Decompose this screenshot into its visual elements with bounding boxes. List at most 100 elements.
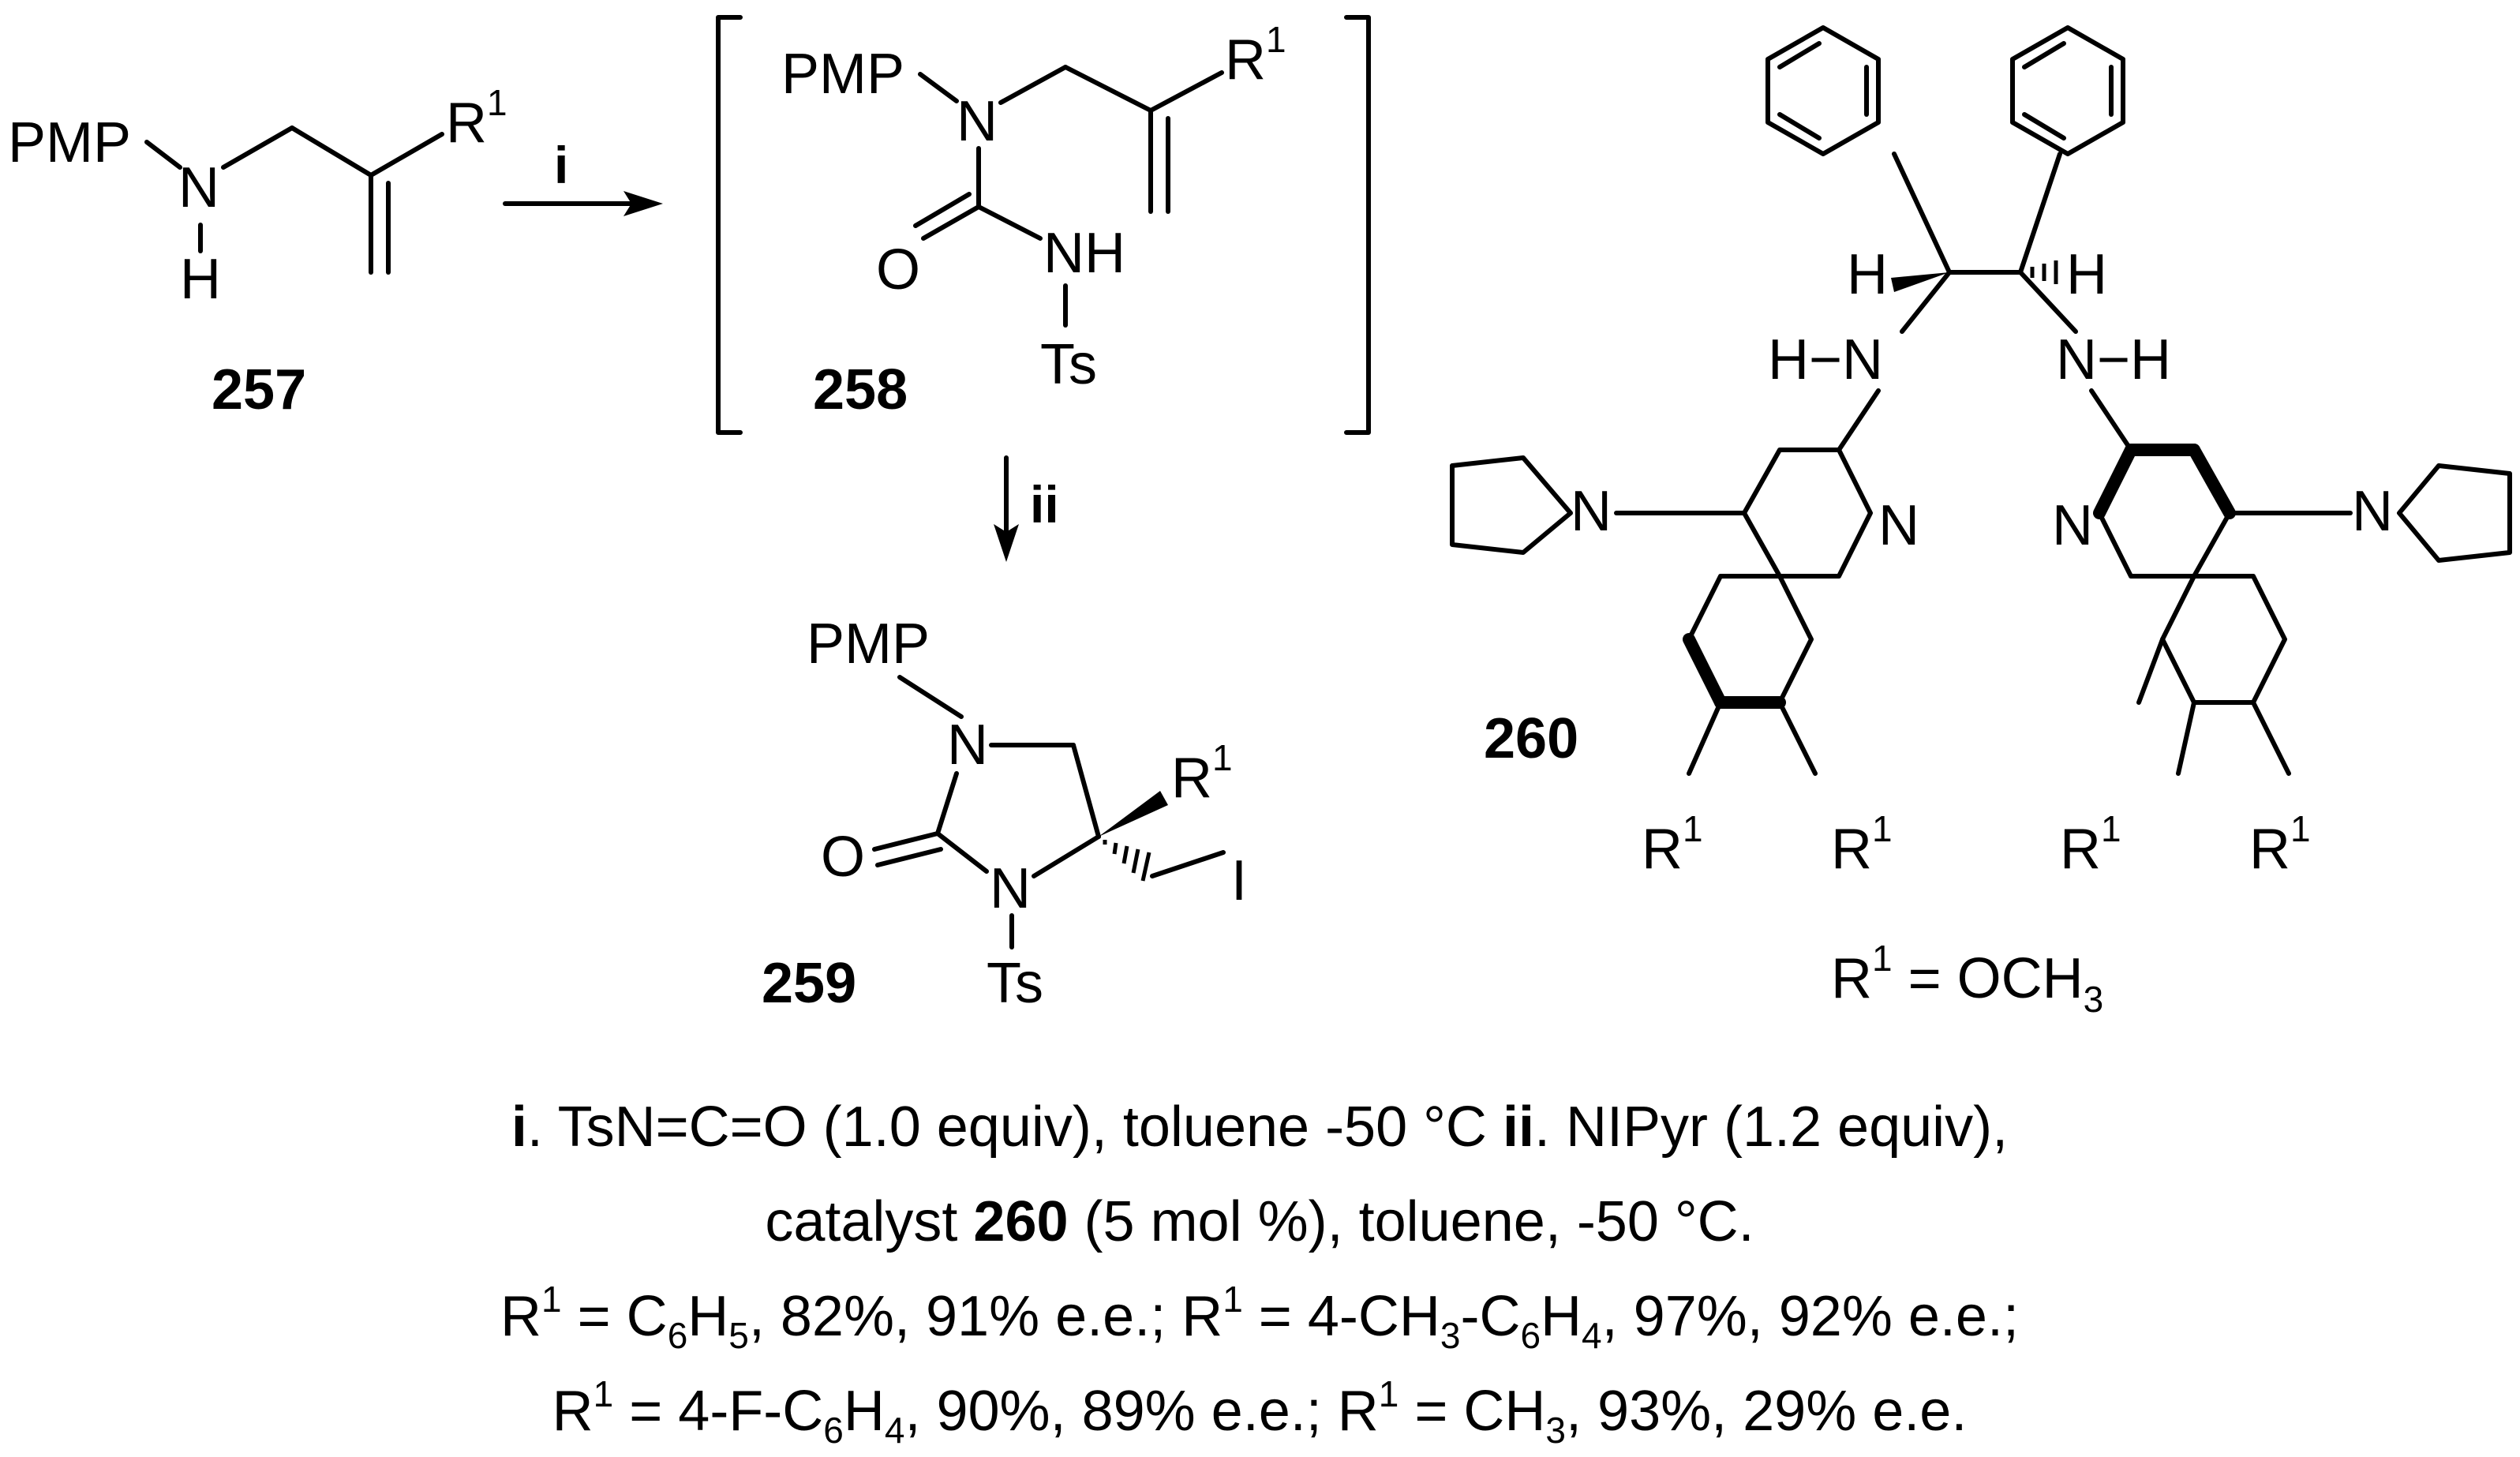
bond bbox=[1892, 152, 1952, 275]
atom-h-n: H−N bbox=[1768, 328, 1883, 391]
conditions-line-2: catalyst 260 (5 mol %), toluene, -50 °C. bbox=[765, 1190, 1754, 1253]
compound-label-258: 258 bbox=[813, 358, 908, 421]
atom-n-h: N−H bbox=[2056, 328, 2171, 391]
bond bbox=[1837, 388, 1881, 452]
bond bbox=[976, 204, 1043, 241]
bond bbox=[1032, 834, 1101, 878]
text-run: 6 bbox=[823, 1410, 844, 1451]
reaction-conditions: i. TsN=C=O (1.0 equiv), toluene -50 °C i… bbox=[500, 1096, 2019, 1451]
atom-n: N bbox=[1878, 494, 1919, 557]
double-bond bbox=[921, 204, 981, 241]
pyrrolidine-ring bbox=[2397, 463, 2512, 563]
bond bbox=[144, 140, 182, 170]
atom-pmp: PMP bbox=[8, 111, 131, 174]
double-bond bbox=[913, 192, 972, 228]
text-run: 1 bbox=[1223, 1279, 1243, 1320]
text-run: , 97%, 92% e.e.; bbox=[1602, 1285, 2019, 1348]
atom-h: H bbox=[1847, 243, 1888, 306]
text-run: i bbox=[511, 1096, 527, 1159]
text-run: , 90%, 89% e.e.; R bbox=[904, 1380, 1378, 1443]
atom-h: H bbox=[2066, 243, 2107, 306]
bond bbox=[221, 125, 294, 170]
atom-n: N bbox=[2352, 480, 2393, 543]
atom-pmp: PMP bbox=[807, 612, 930, 676]
step-label-ii: ii bbox=[1030, 475, 1059, 534]
pyrrolidine-ring bbox=[1450, 455, 1573, 555]
bond bbox=[1071, 743, 1101, 839]
atom-ts: Ts bbox=[987, 952, 1043, 1015]
bond bbox=[1063, 65, 1153, 113]
atom-i: I bbox=[1231, 849, 1247, 912]
atom-o: O bbox=[821, 826, 865, 889]
quinoline-ring bbox=[2160, 574, 2287, 705]
arrow-step-i: i bbox=[503, 136, 663, 216]
hash-bond bbox=[1103, 840, 1151, 882]
text-run: 4 bbox=[1582, 1315, 1602, 1356]
wedge-bond bbox=[1891, 272, 1949, 292]
atom-r: R1 bbox=[2060, 808, 2121, 881]
bond bbox=[1900, 270, 1952, 334]
text-run: = 4-CH bbox=[1243, 1285, 1440, 1348]
text-run: H bbox=[687, 1285, 728, 1348]
atom-ts: Ts bbox=[1040, 333, 1097, 396]
bond bbox=[1150, 850, 1226, 878]
bond bbox=[2018, 152, 2062, 275]
substituent-definition: R1 = OCH3 bbox=[1831, 938, 2103, 1020]
compound-260-structure: H H H−N N−H N N R1 R1 N N R1 R1 bbox=[1450, 25, 2512, 1020]
text-run: 1 bbox=[593, 1373, 614, 1414]
text-run: R bbox=[500, 1285, 541, 1348]
compound-label-259: 259 bbox=[762, 952, 856, 1015]
text-run: 260 bbox=[973, 1190, 1068, 1253]
text-run: 3 bbox=[1545, 1410, 1566, 1451]
atom-r: R1 bbox=[2249, 808, 2311, 881]
atom-r: R1 bbox=[1225, 19, 1286, 92]
bond bbox=[1148, 70, 1224, 113]
text-run: 3 bbox=[1440, 1315, 1461, 1356]
compound-258-structure: PMP N R1 O NH Ts 258 bbox=[781, 19, 1286, 421]
bond bbox=[935, 771, 959, 836]
atom-r: R1 bbox=[1171, 737, 1233, 810]
atom-nh: NH bbox=[1043, 222, 1125, 285]
compound-label-260: 260 bbox=[1484, 707, 1578, 770]
atom-n: N bbox=[947, 714, 988, 777]
bond bbox=[998, 65, 1068, 105]
bond bbox=[2089, 388, 2133, 452]
text-run: 1 bbox=[1379, 1373, 1399, 1414]
text-run: = C bbox=[562, 1285, 668, 1348]
conditions-line-1: i. TsN=C=O (1.0 equiv), toluene -50 °C i… bbox=[511, 1096, 2008, 1159]
conditions-line-3: R1 = C6H5, 82%, 91% e.e.; R1 = 4-CH3-C6H… bbox=[500, 1279, 2019, 1356]
phenyl-ring bbox=[2010, 25, 2125, 156]
text-run: = CH bbox=[1399, 1380, 1545, 1443]
text-run: H bbox=[1541, 1285, 1582, 1348]
arrow-step-ii: ii bbox=[994, 455, 1059, 562]
atom-o: O bbox=[876, 238, 920, 302]
text-run: -C bbox=[1460, 1285, 1520, 1348]
quinoline-ring bbox=[1742, 448, 1873, 579]
atom-r: R1 bbox=[1642, 808, 1703, 881]
compound-259-structure: PMP N N O R1 I Ts 259 bbox=[762, 612, 1247, 1015]
atom-n: N bbox=[1571, 480, 1612, 543]
bond bbox=[369, 132, 444, 178]
text-run: , 82%, 91% e.e.; R bbox=[749, 1285, 1223, 1348]
compound-257-structure: PMP N H R1 257 bbox=[8, 82, 507, 421]
atom-n: N bbox=[2052, 494, 2093, 557]
bond bbox=[935, 831, 989, 874]
atom-r: R1 bbox=[446, 82, 507, 155]
text-run: ii bbox=[1503, 1096, 1534, 1159]
double-bond bbox=[872, 831, 940, 852]
intermediate-brackets bbox=[716, 15, 1371, 435]
text-run: R bbox=[552, 1380, 593, 1443]
conditions-line-4: R1 = 4-F-C6H4, 90%, 89% e.e.; R1 = CH3, … bbox=[552, 1373, 1968, 1451]
atom-n: N bbox=[990, 857, 1031, 920]
wedge-bond bbox=[1099, 791, 1168, 837]
atom-pmp: PMP bbox=[781, 43, 904, 106]
text-run: 4 bbox=[885, 1410, 905, 1451]
hash-bond bbox=[2030, 260, 2058, 284]
compound-label-257: 257 bbox=[212, 358, 306, 421]
text-run: (5 mol %), toluene, -50 °C. bbox=[1069, 1190, 1754, 1253]
atom-n: N bbox=[178, 156, 219, 219]
text-run: , 93%, 29% e.e. bbox=[1566, 1380, 1967, 1443]
step-label-i: i bbox=[554, 136, 568, 194]
atom-h: H bbox=[180, 248, 221, 311]
